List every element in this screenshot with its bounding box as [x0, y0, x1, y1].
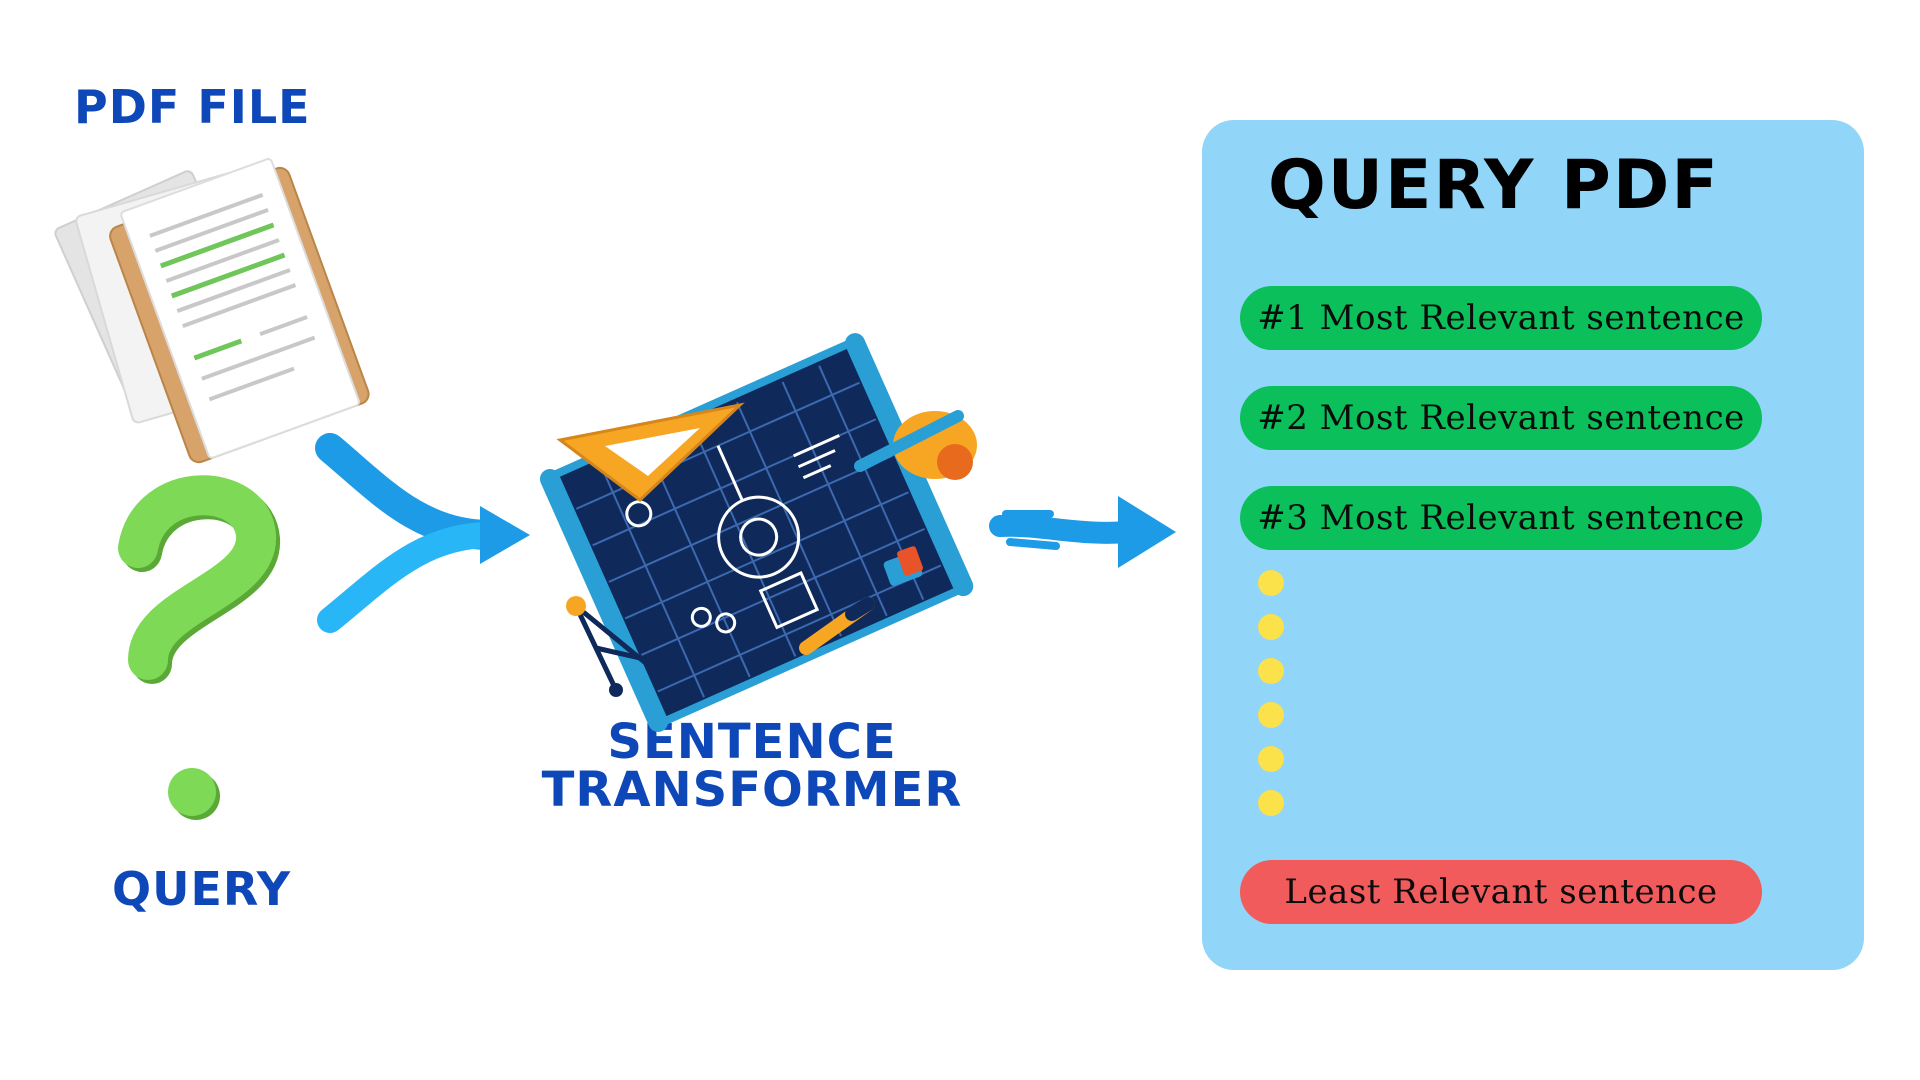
ellipsis-dot [1258, 614, 1284, 640]
question-mark-icon [118, 475, 280, 820]
output-arrow [989, 496, 1176, 568]
sentence-transformer-label-line2: TRANSFORMER [541, 762, 963, 818]
ellipsis-dot [1258, 658, 1284, 684]
relevant-sentence-2: #2 Most Relevant sentence [1240, 386, 1762, 450]
merge-arrow [315, 433, 530, 633]
relevant-sentence-3: #3 Most Relevant sentence [1240, 486, 1762, 550]
pdf-file-label: PDF FILE [74, 80, 311, 134]
relevant-sentence-1: #1 Most Relevant sentence [1240, 286, 1762, 350]
panel-title: QUERY PDF [1268, 146, 1720, 225]
ellipsis-dot [1258, 702, 1284, 728]
ellipsis-dot [1258, 570, 1284, 596]
ellipsis-dot [1258, 790, 1284, 816]
ellipsis-dot [1258, 746, 1284, 772]
query-label: QUERY [112, 862, 292, 916]
document-stack-icon [54, 158, 370, 464]
blueprint-icon [539, 333, 977, 732]
least-relevant-sentence: Least Relevant sentence [1240, 860, 1762, 924]
